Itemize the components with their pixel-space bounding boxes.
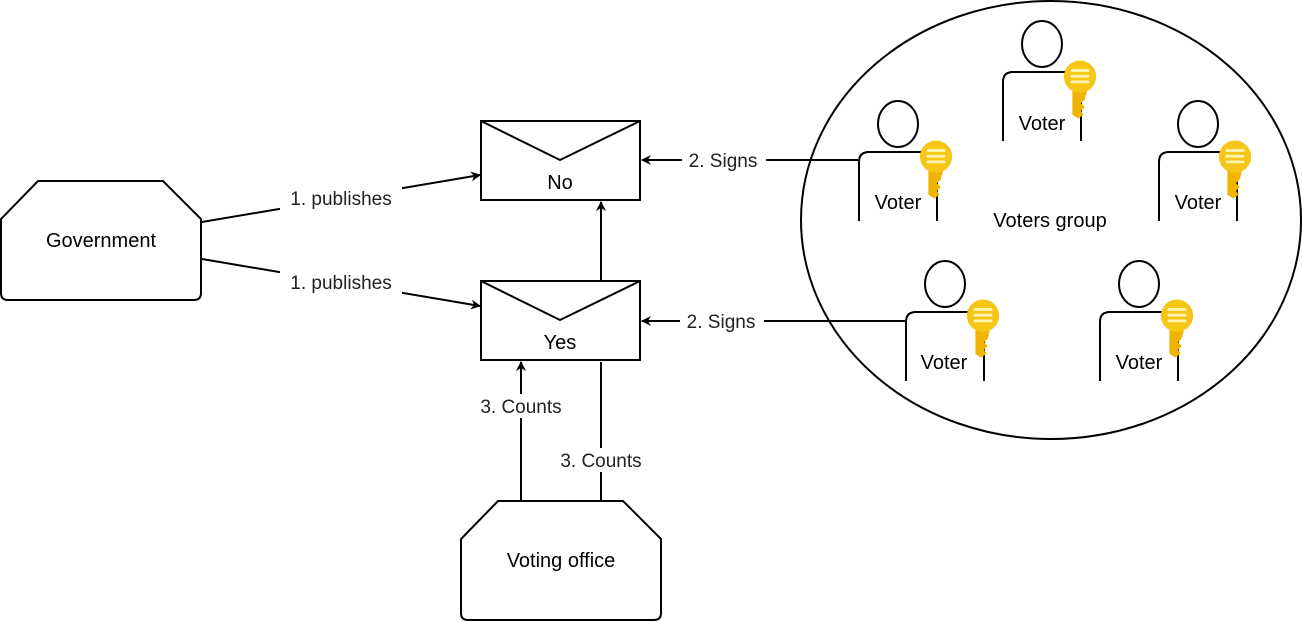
envelope-no-label: No — [547, 172, 573, 194]
voter-label: Voter — [1019, 113, 1066, 135]
edge-label-signs-yes: 2. Signs — [687, 312, 756, 333]
voting-office-label: Voting office — [507, 550, 616, 572]
envelope-yes: Yes — [480, 280, 641, 361]
voter-label: Voter — [1175, 192, 1222, 214]
voter-label: Voter — [1116, 352, 1163, 374]
envelope-no: No — [480, 120, 641, 201]
envelope-icon — [480, 280, 641, 322]
envelope-yes-label: Yes — [544, 332, 577, 354]
voter-top: Voter — [1002, 20, 1097, 142]
envelope-icon — [480, 120, 641, 162]
edge-label-signs-no: 2. Signs — [689, 151, 758, 172]
government-label: Government — [46, 230, 156, 252]
edge-label-publishes-no: 1. publishes — [290, 189, 391, 210]
voter-right: Voter — [1158, 100, 1252, 222]
voter-bottom-left: Voter — [905, 260, 1000, 382]
government-node: Government — [0, 180, 202, 301]
edge-labels: 1. publishes 1. publishes 2. Signs 2. Si… — [280, 148, 766, 472]
voter-left: Voter — [858, 100, 953, 222]
voter-label: Voter — [875, 192, 922, 214]
voter-label: Voter — [921, 352, 968, 374]
edge-label-counts-right: 3. Counts — [560, 451, 641, 472]
voting-office-node: Voting office — [460, 500, 662, 621]
edge-label-counts-left: 3. Counts — [480, 397, 561, 418]
edge-label-publishes-yes: 1. publishes — [290, 273, 391, 294]
voters-group-label: Voters group — [993, 210, 1106, 232]
voter-bottom-right: Voter — [1099, 260, 1194, 382]
